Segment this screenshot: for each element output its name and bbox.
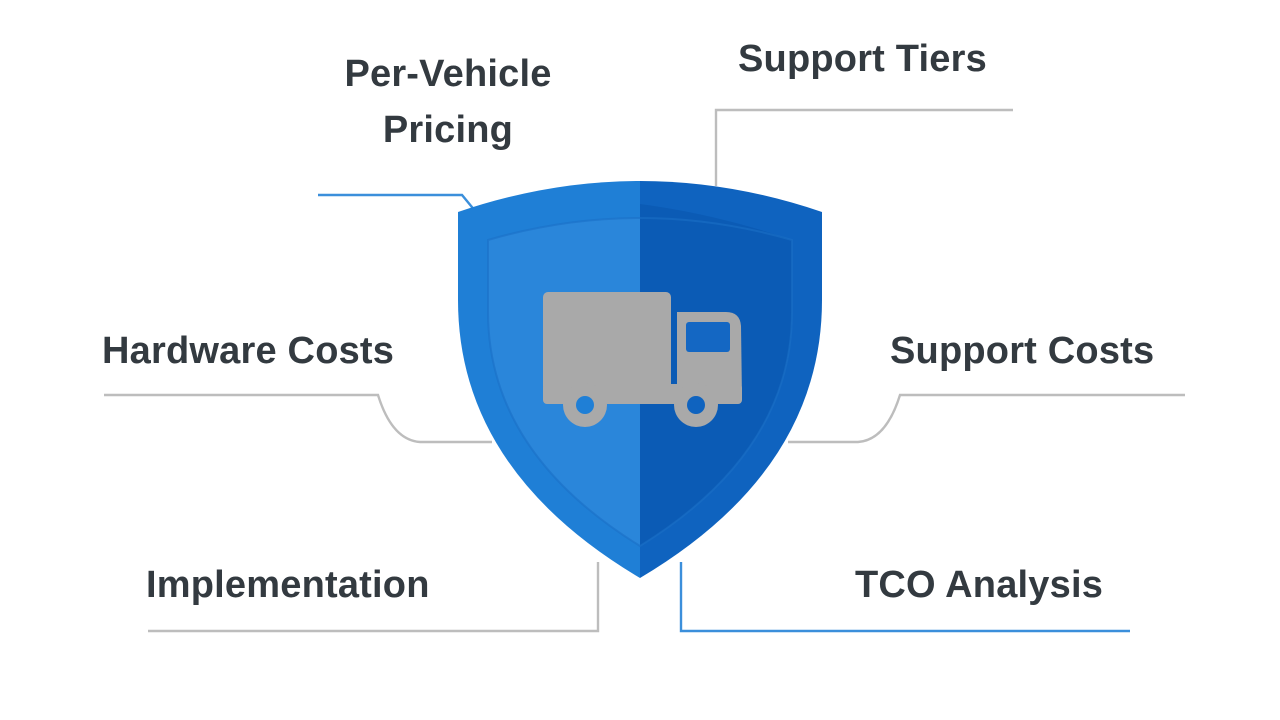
label-hardware-costs: Hardware Costs	[102, 330, 395, 372]
label-support-costs: Support Costs	[890, 330, 1155, 372]
label-tco-analysis: TCO Analysis	[855, 564, 1104, 606]
connector-per-vehicle-pricing	[318, 193, 477, 213]
truck-icon	[543, 292, 742, 427]
connector-implementation	[148, 562, 600, 633]
connector-lines	[104, 108, 1185, 633]
label-support-tiers: Support Tiers	[738, 38, 987, 80]
connector-support-costs	[788, 393, 1185, 444]
label-per-vehicle-pricing: Per-Vehicle Pricing	[344, 53, 552, 151]
label-implementation: Implementation	[146, 564, 430, 606]
connector-hardware-costs	[104, 393, 492, 444]
connector-tco-analysis	[679, 562, 1130, 633]
connector-support-tiers	[714, 108, 1013, 186]
